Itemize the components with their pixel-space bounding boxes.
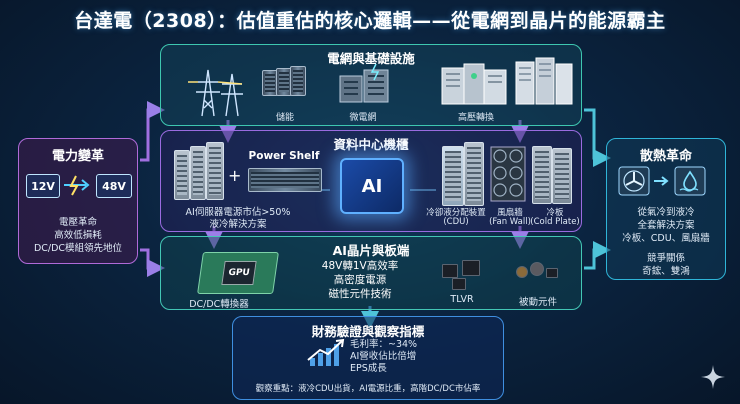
gpu-icon: GPU [221,261,257,285]
plus-icon: + [228,166,242,185]
cold-plate-rack-icon [532,146,552,204]
voltage-48v-box: 48V [96,174,132,198]
cold-plate-label-en: (Cold Plate) [530,217,580,227]
finance-line-3: EPS成長 [350,363,387,374]
transmission-tower-icon [188,69,243,117]
chip-board-panel: AI晶片與板端 [160,236,582,310]
arrow-right-icon [654,176,669,186]
tlvr-label: TLVR [450,294,474,305]
cooling-revolution-panel: 散熱革命 [606,138,726,280]
dc-panel-title: 資料中心機櫃 [333,137,409,152]
passive-label: 被動元件 [518,297,557,308]
sparkle-icon [701,365,725,389]
fan-wall-label-en: (Fan Wall) [489,217,531,227]
dc-caption-line1: AI伺服器電源市佔>50% [185,207,291,218]
cold-plate-rack-icon [552,148,572,204]
power-line-2: 高效低損耗 [54,230,102,241]
tlvr-component-icon [462,260,480,276]
ai-chip-label: AI [361,175,383,197]
tlvr-component-icon [442,264,458,278]
fan-icon [618,166,650,196]
competitors: 奇鋐、雙鴻 [642,266,690,277]
power-line-3: DC/DC模組領先地位 [33,243,123,254]
arrow-grid-to-cooling [584,108,611,167]
arrow-chip-to-cooling [584,241,611,270]
cooling-line-3: 冷板、CDU、風扇牆 [622,233,710,244]
cdu-label-en: (CDU) [443,217,469,227]
finance-line-2: AI營收佔比倍增 [350,351,417,362]
server-rack-icon [515,57,573,105]
power-shelf-label: Power Shelf [248,150,320,162]
chip-line-1: 48V轉1V高效率 [321,260,399,272]
chip-line-3: 磁性元件技術 [328,288,392,300]
server-rack-icon [206,142,224,200]
server-rack-icon [174,150,190,200]
cdu-unit-icon [442,146,464,206]
cooling-line-1: 從氣冷到液冷 [637,207,695,218]
dc-caption-line2: 液冷解決方案 [209,219,267,230]
cdu-label: 冷卻液分配裝置 [426,208,486,218]
ai-chip-icon: AI [340,158,404,214]
power-revolution-panel: 電力變革 [18,138,138,264]
arrow-power-to-chip [140,248,165,277]
finance-footer: 觀察重點：液冷CDU出貨，AI電源比重，高階DC/DC市佔率 [255,384,481,394]
grid-item-storage: 儲能 [275,113,294,123]
finance-line-1: 毛利率：~34% [350,339,418,350]
page-title: 台達電（2308）：估值重估的核心邏輯——從電網到晶片的能源霸主 [74,10,666,32]
power-panel-title: 電力變革 [51,149,104,164]
resistor-icon [546,268,558,278]
cold-plate-label: 冷板 [546,208,564,218]
grid-item-hv-conversion: 高壓轉換 [457,113,494,123]
transformer-icon [441,63,507,105]
chip-panel-title: AI晶片與板端 [332,243,410,258]
cdu-unit-icon [464,142,484,206]
arrow-power-to-grid [140,101,165,162]
competition-title: 競爭關係 [646,253,685,264]
fan-wall-label: 風扇牆 [497,208,523,218]
dcdc-label: DC/DC轉換器 [189,299,249,310]
power-line-1: 電壓革命 [58,217,97,228]
server-rack-icon [190,146,206,200]
chart-growth-icon [307,338,345,366]
lightning-icon [64,175,90,196]
fan-wall-icon [490,146,526,202]
grid-item-microgrid: 微電網 [349,113,377,123]
grid-panel-title: 電網與基礎設施 [327,51,415,66]
finance-panel: 財務驗證與觀察指標 [232,316,504,400]
chip-line-2: 高密度電源 [333,274,387,286]
cooling-line-2: 全套解決方案 [637,220,695,231]
gpu-board-icon: GPU [197,252,279,294]
power-shelf-icon [248,168,322,192]
finance-panel-title: 財務驗證與觀察指標 [311,324,425,339]
voltage-12v-box: 12V [26,174,60,198]
inductor-icon [530,262,544,276]
microgrid-icon [339,63,389,103]
cooling-panel-title: 散熱革命 [639,149,692,164]
tlvr-component-icon [452,278,466,290]
capacitor-icon [516,266,528,278]
water-drop-icon [674,166,706,196]
